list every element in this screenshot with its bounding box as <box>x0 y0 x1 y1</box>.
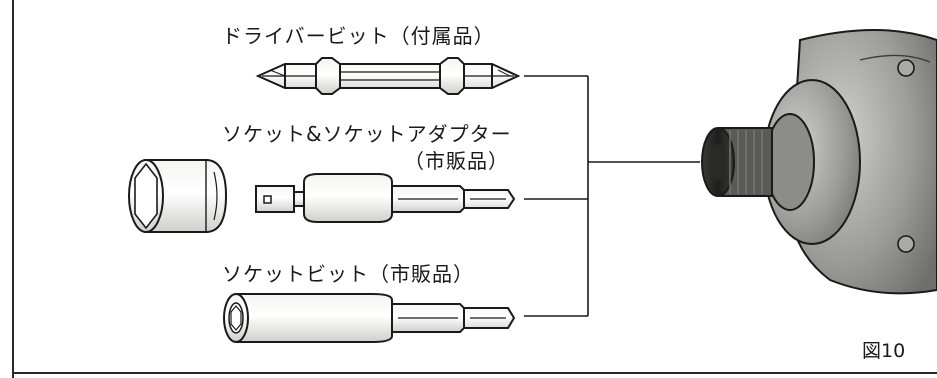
socket-illustration <box>128 159 228 233</box>
connector-lines <box>524 75 700 317</box>
socket-adapter-illustration <box>255 173 516 223</box>
impact-driver-illustration <box>701 29 937 295</box>
figure-border-bottom <box>12 372 937 374</box>
socket-bit-illustration <box>223 293 516 343</box>
label-socket-adapter-line2: （市販品） <box>404 149 509 173</box>
label-socket-adapter-line1: ソケット&ソケットアダプター <box>222 122 512 146</box>
figure-border-left <box>12 0 14 378</box>
label-socket-bit: ソケットビット（市販品） <box>222 262 474 286</box>
figure-number: 図10 <box>862 340 906 362</box>
driver-bit-illustration <box>255 57 521 95</box>
label-driver-bit: ドライバービット（付属品） <box>222 24 495 48</box>
